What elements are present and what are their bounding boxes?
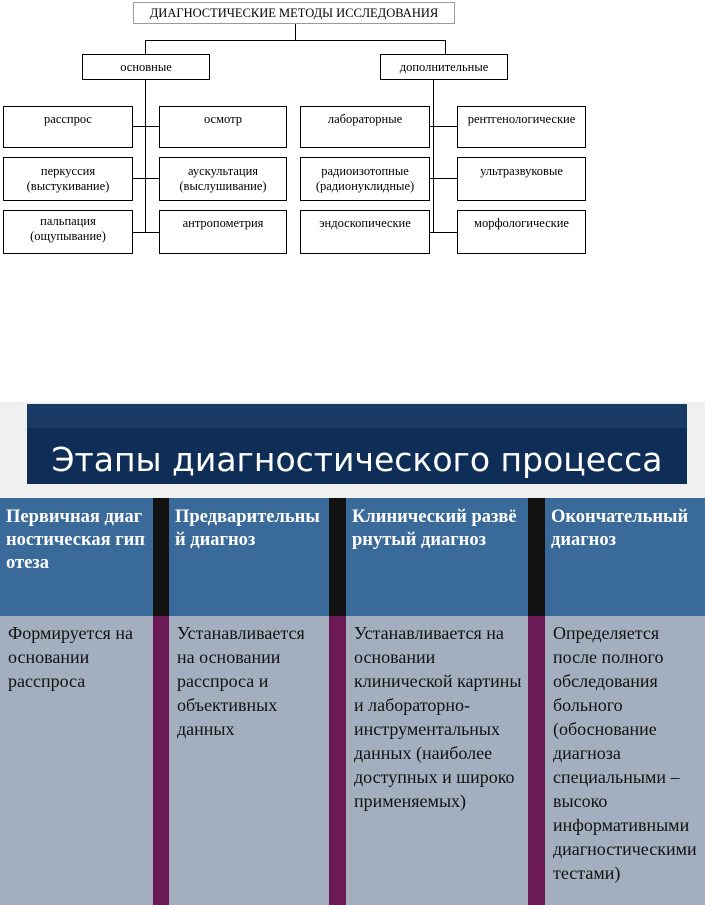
category-main: основные [82, 54, 210, 80]
header-strip [27, 404, 687, 428]
diagnostic-stages-slide: Этапы диагностического процесса Первична… [0, 402, 705, 905]
connector-line [133, 178, 159, 179]
category-additional: дополнительные [380, 54, 508, 80]
method-box: пальпация (ощупывание) [3, 210, 133, 254]
column-divider [528, 498, 545, 616]
stage-description: Устанавливается на основании клинической… [346, 616, 528, 905]
column-divider [329, 498, 346, 616]
stage-description: Устанавливается на основании расспроса и… [169, 616, 329, 905]
method-box: радиоизотопные (радионуклидные) [300, 157, 430, 201]
method-box: расспрос [3, 106, 133, 148]
diagram-title: ДИАГНОСТИЧЕСКИЕ МЕТОДЫ ИССЛЕДОВАНИЯ [133, 2, 455, 24]
connector-line [445, 40, 446, 54]
diagnostic-methods-diagram: ДИАГНОСТИЧЕСКИЕ МЕТОДЫ ИССЛЕДОВАНИЯ осно… [0, 0, 705, 265]
connector-line [145, 40, 445, 41]
column-divider [329, 616, 346, 905]
method-box: лабораторные [300, 106, 430, 148]
method-box: перкуссия (выстукивание) [3, 157, 133, 201]
connector-line [133, 126, 159, 127]
method-box: аускультация (выслушивание) [159, 157, 287, 201]
column-divider [528, 616, 545, 905]
column-divider [153, 498, 169, 616]
connector-line [433, 79, 434, 232]
method-box: ультразвуковые [457, 157, 586, 201]
stage-description: Формируется на основании расспроса [0, 616, 153, 905]
method-box: морфологические [457, 210, 586, 254]
column-divider [153, 616, 169, 905]
method-box: осмотр [159, 106, 287, 148]
connector-line [430, 126, 457, 127]
connector-line [295, 24, 296, 40]
connector-line [145, 79, 146, 232]
connector-line [145, 40, 146, 54]
connector-line [430, 232, 457, 233]
stage-description: Определяется после полного обследования … [545, 616, 705, 905]
connector-line [133, 232, 159, 233]
method-box: антропометрия [159, 210, 287, 254]
slide-header: Этапы диагностического процесса [27, 404, 687, 484]
slide-title: Этапы диагностического процесса [51, 440, 663, 479]
connector-line [430, 178, 457, 179]
method-box: эндоскопические [300, 210, 430, 254]
method-box: рентгенологические [457, 106, 586, 148]
